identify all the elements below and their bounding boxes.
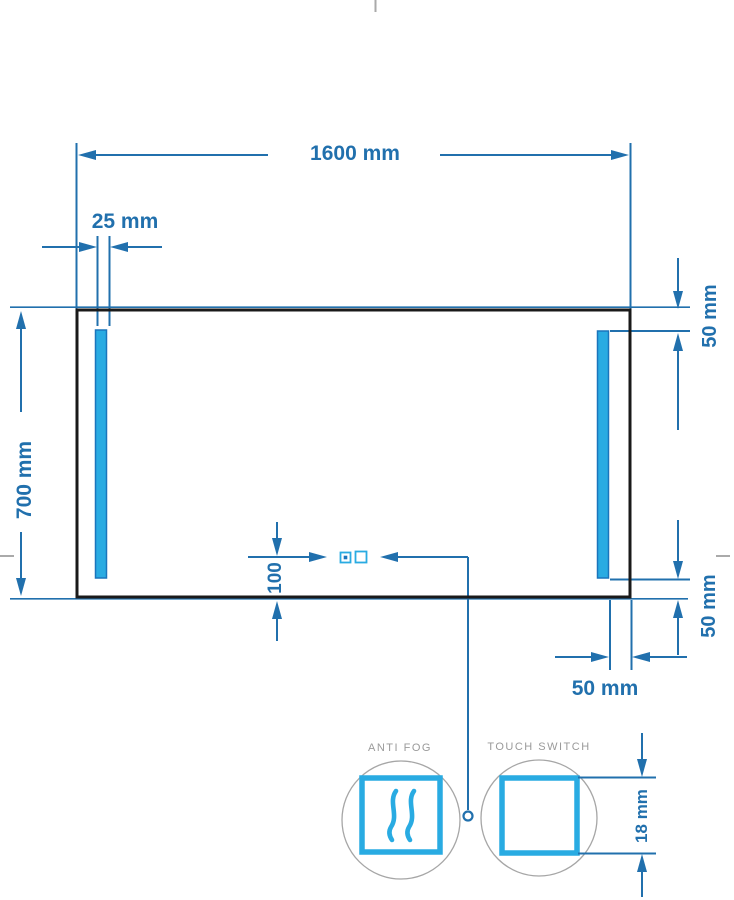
- touch-switch-detail: [480, 759, 598, 877]
- touch-switch-sensor-square: [354, 550, 368, 564]
- mirror-outline: [75, 308, 632, 599]
- label-gap-bottom: 50 mm: [571, 677, 639, 700]
- dim-gap-bottom-right: [610, 520, 690, 655]
- dim-gap-bottom: [555, 600, 687, 670]
- leader-line: [380, 552, 474, 822]
- dim-total-width: [75, 143, 632, 309]
- dim-sensor-offset: [248, 522, 327, 641]
- caption-anti-fog: ANTI FOG: [368, 742, 432, 754]
- dim-total-height: [16, 311, 26, 596]
- dim-gap-top-right: [610, 258, 690, 430]
- led-strip-right: [596, 330, 610, 579]
- anti-fog-square: [359, 775, 443, 855]
- label-gap-bottom-right: 50 mm: [698, 574, 720, 638]
- dim-touch-switch-size: [578, 733, 656, 897]
- label-touch-switch-size: 18 mm: [632, 789, 651, 843]
- label-total-width: 1600 mm: [310, 142, 400, 165]
- mirror-body: [77, 310, 630, 597]
- edge-extension-lines: [10, 306, 690, 600]
- label-sensor-offset: 100: [265, 562, 286, 594]
- led-strip-left: [94, 329, 108, 579]
- anti-fog-steam-icon: [387, 788, 417, 843]
- anti-fog-sensor-dot: [343, 555, 348, 560]
- leader-end-dot: [462, 810, 474, 822]
- label-gap-top-right: 50 mm: [699, 284, 721, 348]
- label-total-height: 700 mm: [13, 440, 36, 520]
- caption-touch-switch: TOUCH SWITCH: [487, 741, 591, 753]
- touch-switch-square-icon: [499, 775, 580, 856]
- label-led-strip-offset: 25 mm: [91, 210, 159, 233]
- sensor-squares: [339, 550, 368, 564]
- crop-marks: [0, 0, 730, 557]
- anti-fog-detail: [341, 760, 461, 880]
